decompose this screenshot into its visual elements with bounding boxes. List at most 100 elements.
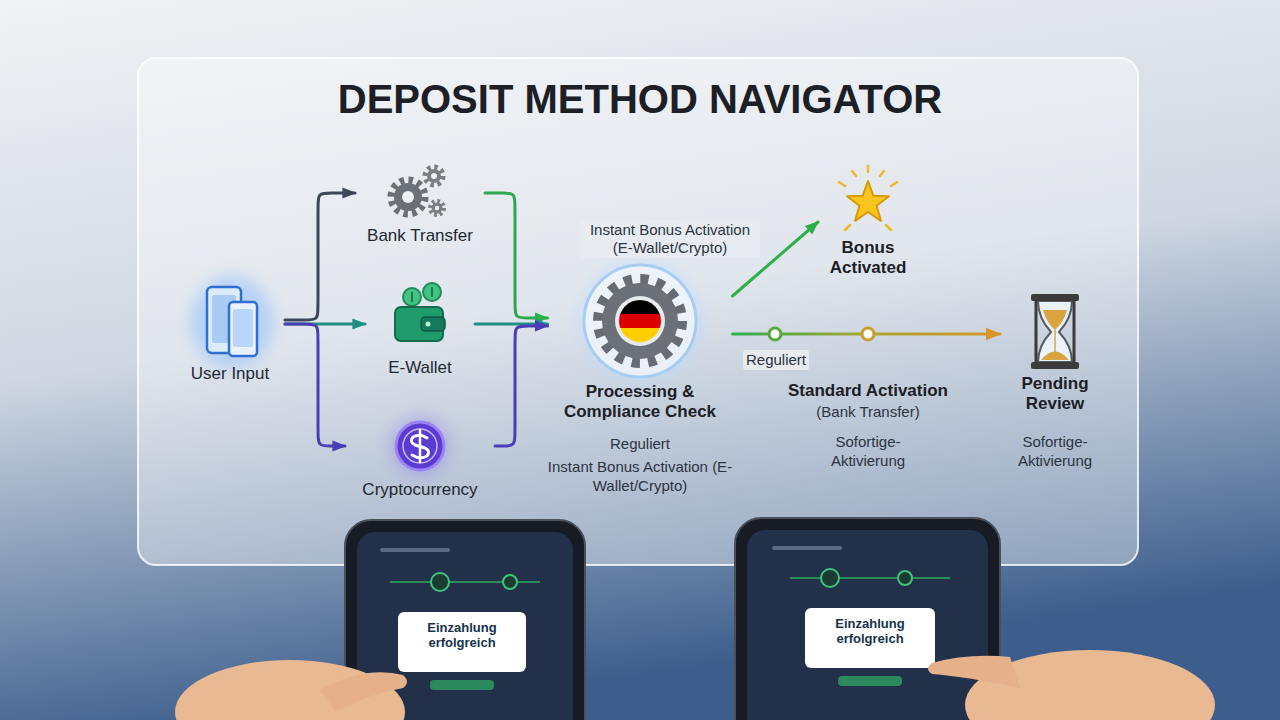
screen-text: Einzahlung erfolgreich — [810, 616, 930, 646]
phone-right-illustration — [790, 577, 950, 579]
timeline-dots — [862, 328, 874, 340]
hourglass-icon — [1031, 362, 1079, 369]
hand-right-illustration — [928, 650, 1215, 720]
phone-right-illustration — [772, 546, 842, 550]
wallet-icon — [421, 317, 445, 331]
screen-text: Einzahlung erfolgreich — [402, 620, 522, 650]
compliance-gear-icon — [617, 328, 663, 343]
compliance-gear-icon — [615, 296, 665, 346]
edge-label-holder: Reguliert — [726, 350, 826, 370]
gears-icon — [435, 206, 439, 210]
hourglass-icon — [1041, 352, 1069, 361]
node-label: E-Wallet — [365, 358, 475, 378]
compliance-gear-icon — [617, 299, 663, 314]
method-node: Bank Transfer — [355, 160, 485, 246]
wallet-icon — [426, 322, 431, 327]
gears-icon — [431, 173, 437, 179]
star-icon — [839, 166, 897, 230]
compliance-gear-icon — [602, 283, 678, 359]
gears-icon — [402, 191, 414, 203]
gears-icon — [427, 169, 441, 183]
result-node: Pending ReviewSofortige-Aktivierung — [1000, 292, 1110, 470]
phones-icon — [190, 276, 274, 368]
phone-right-illustration — [805, 608, 935, 668]
method-node: Cryptocurrency — [345, 412, 495, 500]
glass-panel — [138, 58, 1138, 565]
edge-label: Instant Bonus Activation (E-Wallet/Crypt… — [580, 220, 760, 258]
hand-left-illustration — [175, 660, 407, 720]
flow-arrow — [285, 324, 345, 446]
compliance-gear-icon — [598, 279, 682, 363]
node-label: Processing & Compliance Check — [548, 382, 733, 422]
node-label: Pending Review — [1000, 374, 1110, 414]
crypto-coin-icon — [403, 429, 437, 463]
node-label: Bonus Activated — [818, 238, 918, 278]
crypto-coin-icon — [396, 422, 444, 470]
activation-label: Standard Activation — [773, 381, 963, 401]
flow-arrow — [485, 193, 548, 318]
node-label: Sofortige-Aktivierung — [1000, 432, 1110, 470]
hourglass-icon — [1036, 301, 1074, 362]
result-node: Bonus Activated — [818, 170, 918, 278]
hand-right-illustration — [928, 656, 1020, 688]
wallet-icon — [412, 287, 432, 302]
edge-label-holder: Instant Bonus Activation (E-Wallet/Crypt… — [580, 220, 760, 258]
phones-icon — [233, 309, 253, 347]
edge-label: Reguliert — [743, 350, 809, 370]
compliance-gear-icon — [578, 259, 702, 383]
gears-icon — [432, 203, 443, 214]
phones-icon — [229, 302, 257, 356]
phone-right-illustration — [747, 530, 988, 720]
compliance-gear-icon — [578, 259, 702, 383]
compliance-gear-icon — [617, 314, 663, 328]
gears-icon — [425, 167, 443, 185]
phone-right-illustration — [821, 569, 839, 587]
hourglass-icon — [1054, 330, 1056, 352]
connectors — [285, 193, 1000, 446]
phones-icon — [190, 276, 274, 368]
diagram-title: DEPOSIT METHOD NAVIGATOR — [0, 76, 1280, 122]
phone-left-illustration — [380, 548, 450, 552]
phone-left-illustration — [503, 575, 517, 589]
node-label: Bank Transfer — [355, 226, 485, 246]
star-icon — [839, 166, 897, 230]
compliance-gear-icon — [617, 299, 663, 343]
phone-left-illustration — [430, 680, 494, 690]
phone-right-illustration — [838, 676, 902, 686]
hourglass-icon — [1031, 294, 1079, 301]
flow-arrow — [495, 326, 548, 446]
gears-icon — [391, 180, 425, 214]
method-node: E-Wallet — [365, 282, 475, 378]
timeline-dots — [769, 328, 874, 340]
compliance-gear-icon — [584, 265, 696, 377]
crypto-coin-icon — [390, 416, 450, 476]
activation-note: (Bank Transfer) — [773, 402, 963, 421]
hourglass-icon — [1043, 310, 1067, 330]
gears-icon — [391, 167, 444, 215]
input-node: User Input — [175, 278, 285, 384]
phone-left-illustration — [431, 573, 449, 591]
phone-right-illustration — [735, 518, 1000, 720]
phone-right-illustration — [735, 518, 1000, 720]
crypto-coin-icon — [419, 430, 422, 462]
phone-left-illustration — [398, 612, 526, 672]
node-label: User Input — [175, 364, 285, 384]
hourglass-icon — [1038, 301, 1072, 362]
wallet-icon — [395, 283, 445, 341]
hand-left-illustration — [320, 672, 407, 712]
star-icon — [847, 181, 889, 221]
timeline-dots — [769, 328, 781, 340]
activation-note: Sofortige-Aktivierung — [813, 432, 923, 470]
node-label: Cryptocurrency — [345, 480, 495, 500]
node-label: Instant Bonus Activation (E-Wallet/Crypt… — [548, 457, 733, 495]
process-node: Processing & Compliance CheckReguliertIn… — [548, 262, 733, 495]
flow-arrow — [285, 193, 355, 320]
node-label: Reguliert — [548, 434, 733, 453]
gears-icon — [394, 183, 422, 211]
phone-right-illustration — [898, 571, 912, 585]
crypto-coin-icon — [390, 416, 450, 476]
hourglass-icon — [1031, 294, 1079, 369]
gears-icon — [430, 201, 444, 215]
